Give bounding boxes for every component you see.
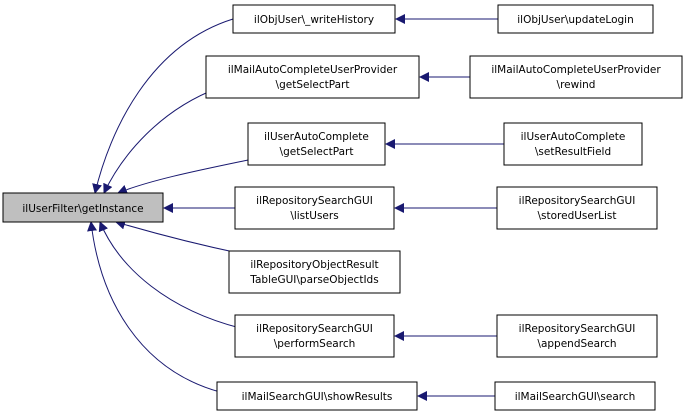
node-parseobjectids[interactable]: ilRepositoryObjectResult TableGUI\parseO… [228, 250, 401, 294]
node-label-line1: ilRepositorySearchGUI [256, 323, 373, 335]
edge-writehistory-to-getinstance [92, 18, 234, 194]
node-label-line2: \rewind [557, 79, 596, 91]
node-writehistory[interactable]: ilObjUser\_writeHistory [232, 4, 396, 34]
node-mailprovider-rewind[interactable]: ilMailAutoCompleteUserProvider \rewind [469, 55, 683, 99]
edge-userautocomplete-getselectpart-to-getinstance [117, 159, 249, 195]
edge-parseobjectids-to-getinstance [115, 219, 244, 255]
node-label-line2: \listUsers [290, 210, 338, 222]
node-label-line1: ilUserAutoComplete [521, 131, 626, 143]
node-label: ilObjUser\updateLogin [517, 14, 633, 26]
edge-performsearch-to-getinstance [98, 221, 241, 329]
node-label: ilMailSearchGUI\search [515, 391, 636, 403]
node-root[interactable]: ilUserFilter\getInstance [2, 192, 164, 223]
node-label-line2: \performSearch [274, 338, 356, 350]
node-label-line1: ilRepositorySearchGUI [519, 323, 636, 335]
node-label-line2: \getSelectPart [280, 146, 354, 158]
node-label-line1: ilRepositorySearchGUI [519, 195, 636, 207]
edge-showresults-to-getinstance [87, 221, 221, 393]
node-userautocomplete-setresultfield[interactable]: ilUserAutoComplete \setResultField [503, 122, 643, 166]
node-showresults[interactable]: ilMailSearchGUI\showResults [216, 381, 418, 411]
node-userautocomplete-getselectpart[interactable]: ilUserAutoComplete \getSelectPart [247, 122, 386, 166]
node-label-line2: TableGUI\parseObjectIds [249, 274, 378, 286]
node-listusers[interactable]: ilRepositorySearchGUI \listUsers [234, 186, 395, 230]
node-appendsearch[interactable]: ilRepositorySearchGUI \appendSearch [496, 314, 658, 358]
node-label: ilMailSearchGUI\showResults [242, 391, 393, 403]
node-label-line1: ilMailAutoCompleteUserProvider [491, 64, 661, 76]
node-label: ilObjUser\_writeHistory [254, 14, 374, 26]
node-label-line1: ilUserAutoComplete [264, 131, 369, 143]
edge-mailprovider-getselectpart-to-getinstance [103, 87, 219, 194]
node-label-line2: \storedUserList [537, 210, 616, 222]
node-performsearch[interactable]: ilRepositorySearchGUI \performSearch [234, 314, 395, 358]
node-label-line2: \appendSearch [537, 338, 616, 350]
node-label-line1: ilMailAutoCompleteUserProvider [228, 64, 398, 76]
node-mailsearch-search[interactable]: ilMailSearchGUI\search [494, 381, 656, 411]
node-label-line2: \setResultField [535, 146, 611, 158]
node-label-line1: ilRepositorySearchGUI [256, 195, 373, 207]
node-mailprovider-getselectpart[interactable]: ilMailAutoCompleteUserProvider \getSelec… [205, 55, 420, 99]
node-storeduserlist[interactable]: ilRepositorySearchGUI \storedUserList [496, 186, 658, 230]
edges [87, 14, 504, 401]
node-label: ilUserFilter\getInstance [22, 203, 143, 215]
node-updatelogin[interactable]: ilObjUser\updateLogin [497, 4, 654, 34]
node-label-line2: \getSelectPart [276, 79, 350, 91]
node-label-line1: ilRepositoryObjectResult [250, 259, 378, 271]
